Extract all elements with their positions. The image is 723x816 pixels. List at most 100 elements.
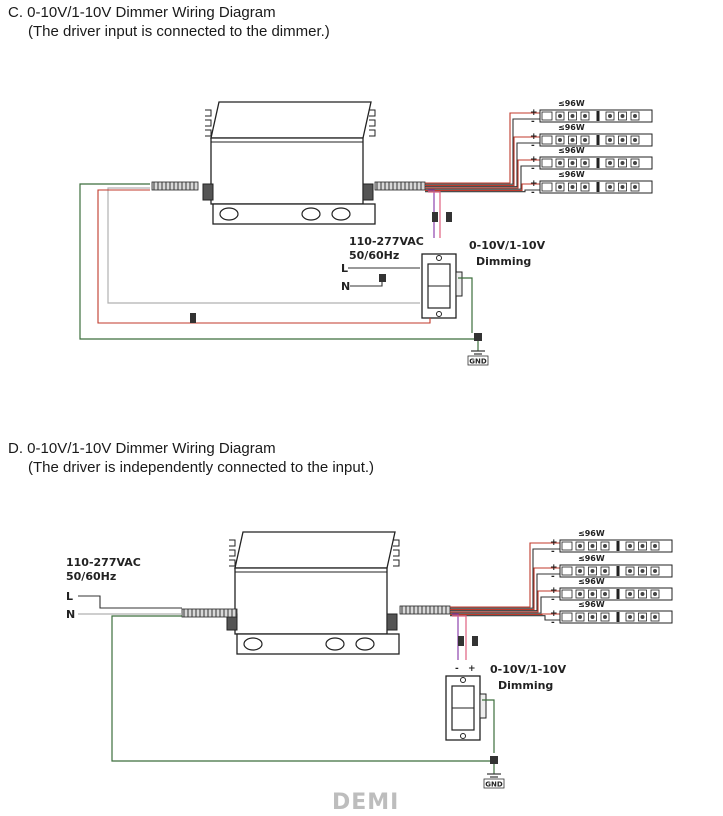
- strip-power-label: ≤96W: [578, 577, 605, 586]
- cable-gland-right: [362, 183, 374, 201]
- led-dot: [558, 161, 562, 165]
- led-dot: [603, 544, 607, 548]
- mount-fin: [205, 109, 212, 117]
- cable-gland-left: [202, 183, 214, 201]
- d-output-wire-pos: [450, 613, 560, 616]
- led-dot: [570, 185, 575, 189]
- polarity-plus: +: [550, 586, 558, 596]
- polarity-plus: +: [530, 132, 538, 142]
- strip-connector: [541, 111, 553, 121]
- live-return-c: [97, 189, 431, 324]
- led-dot: [578, 544, 582, 548]
- ground-wire-d: [111, 615, 494, 762]
- polarity-minus: -: [531, 141, 535, 151]
- polarity-plus: +: [530, 108, 538, 118]
- d-output-wire-neg: [450, 615, 560, 621]
- strip-cut-mark: [596, 135, 600, 145]
- led-dot: [590, 569, 595, 573]
- junction-box: [212, 203, 376, 225]
- strip-connector: [561, 566, 573, 576]
- led-dot: [640, 544, 645, 548]
- d-output-wire-neg: [450, 548, 560, 609]
- driver-lid: [234, 531, 396, 569]
- dim-wire-pink: [428, 191, 441, 238]
- dim-plus: +: [468, 664, 476, 674]
- strip-power-label: ≤96W: [578, 600, 605, 609]
- led-dot: [633, 185, 637, 189]
- driver-c: [202, 101, 376, 225]
- c-output-wire-neg: [425, 142, 540, 188]
- strip-connector: [541, 182, 553, 192]
- c-output-wire-pos: [425, 183, 540, 192]
- led-dot: [570, 161, 575, 165]
- mount-fin: [229, 549, 236, 557]
- driver-d: [226, 531, 400, 655]
- led-dot: [583, 161, 587, 165]
- led-dot: [653, 569, 657, 573]
- d-output-wire-pos: [450, 567, 560, 611]
- led-dot: [633, 114, 637, 118]
- strip-cut-mark: [616, 612, 620, 622]
- led-strip: [559, 610, 673, 624]
- polarity-plus: +: [530, 179, 538, 189]
- ground-dimmer-d: [482, 699, 495, 753]
- dimmer-c: [421, 253, 463, 319]
- strip-connector: [541, 135, 553, 145]
- conduit-c-left: [151, 181, 199, 191]
- led-strip: [559, 564, 673, 578]
- section-d-subtitle: (The driver is independently connected t…: [28, 459, 375, 476]
- strip-power-label: ≤96W: [558, 170, 585, 179]
- ground-dimmer-c: [458, 277, 473, 333]
- dimming-label-1-c: 0-10V/1-10V: [469, 239, 546, 252]
- led-strip: [539, 156, 653, 170]
- driver-body: [234, 567, 388, 635]
- led-dot: [620, 138, 625, 142]
- d-output-wire-neg: [450, 573, 560, 612]
- polarity-plus: +: [530, 155, 538, 165]
- led-dot: [628, 592, 632, 596]
- led-dot: [608, 161, 612, 165]
- section-c-title: C. 0-10V/1-10V Dimmer Wiring Diagram: [8, 4, 276, 21]
- d-output-wire-pos: [450, 542, 560, 608]
- dim-wire-purple: [452, 613, 459, 660]
- led-dot: [628, 615, 632, 619]
- led-dot: [628, 569, 632, 573]
- wire-nut: [472, 636, 478, 646]
- c-output-wire-neg: [425, 165, 540, 190]
- mount-screw: [436, 311, 442, 317]
- led-dot: [578, 569, 582, 573]
- gnd-box: [483, 778, 505, 789]
- led-dot: [578, 592, 582, 596]
- led-dot: [653, 544, 657, 548]
- wire-nut: [458, 636, 464, 646]
- cable-gland-right: [386, 613, 398, 631]
- strip-cut-mark: [616, 541, 620, 551]
- wire-nut: [379, 274, 386, 282]
- strip-power-label: ≤96W: [578, 554, 605, 563]
- led-dot: [558, 138, 562, 142]
- d-output-wire-neg: [450, 596, 560, 614]
- dimming-label-1-d: 0-10V/1-10V: [490, 663, 567, 676]
- dimming-label-2-d: Dimming: [498, 679, 553, 692]
- mount-screw: [460, 677, 466, 683]
- led-dot: [603, 592, 607, 596]
- ground-nut: [474, 333, 482, 341]
- mount-fin: [369, 109, 376, 117]
- led-dot: [583, 185, 587, 189]
- mount-fin: [229, 559, 236, 567]
- led-dot: [558, 185, 562, 189]
- led-dot: [633, 161, 637, 165]
- watermark-logo: DEMI: [332, 790, 400, 815]
- strip-power-label: ≤96W: [558, 146, 585, 155]
- mount-screw: [436, 255, 442, 261]
- led-dot: [653, 615, 657, 619]
- led-strip: [539, 133, 653, 147]
- strip-connector: [561, 589, 573, 599]
- dim-minus: -: [455, 664, 459, 674]
- conduit: [181, 608, 238, 618]
- mount-fin: [229, 539, 236, 547]
- strip-power-label: ≤96W: [578, 529, 605, 538]
- mount-screw: [460, 733, 466, 739]
- wire-nut: [190, 313, 196, 323]
- strip-connector: [541, 158, 553, 168]
